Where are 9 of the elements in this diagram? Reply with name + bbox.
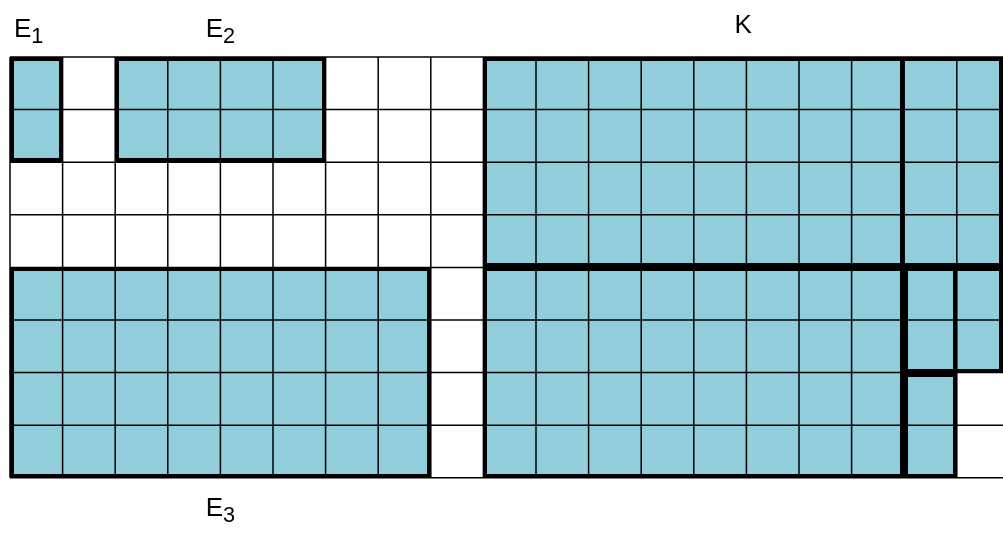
set-label: K	[734, 9, 752, 39]
shaded-block	[483, 57, 905, 268]
shaded-block	[904, 57, 1003, 268]
set-label: E$_{2}$	[205, 13, 236, 51]
shaded-block	[483, 267, 905, 478]
shaded-block	[956, 267, 1003, 373]
set-label: E$_{3}$	[205, 491, 236, 529]
shaded-block	[904, 372, 957, 478]
set-label: E$_{1}$	[14, 13, 44, 51]
